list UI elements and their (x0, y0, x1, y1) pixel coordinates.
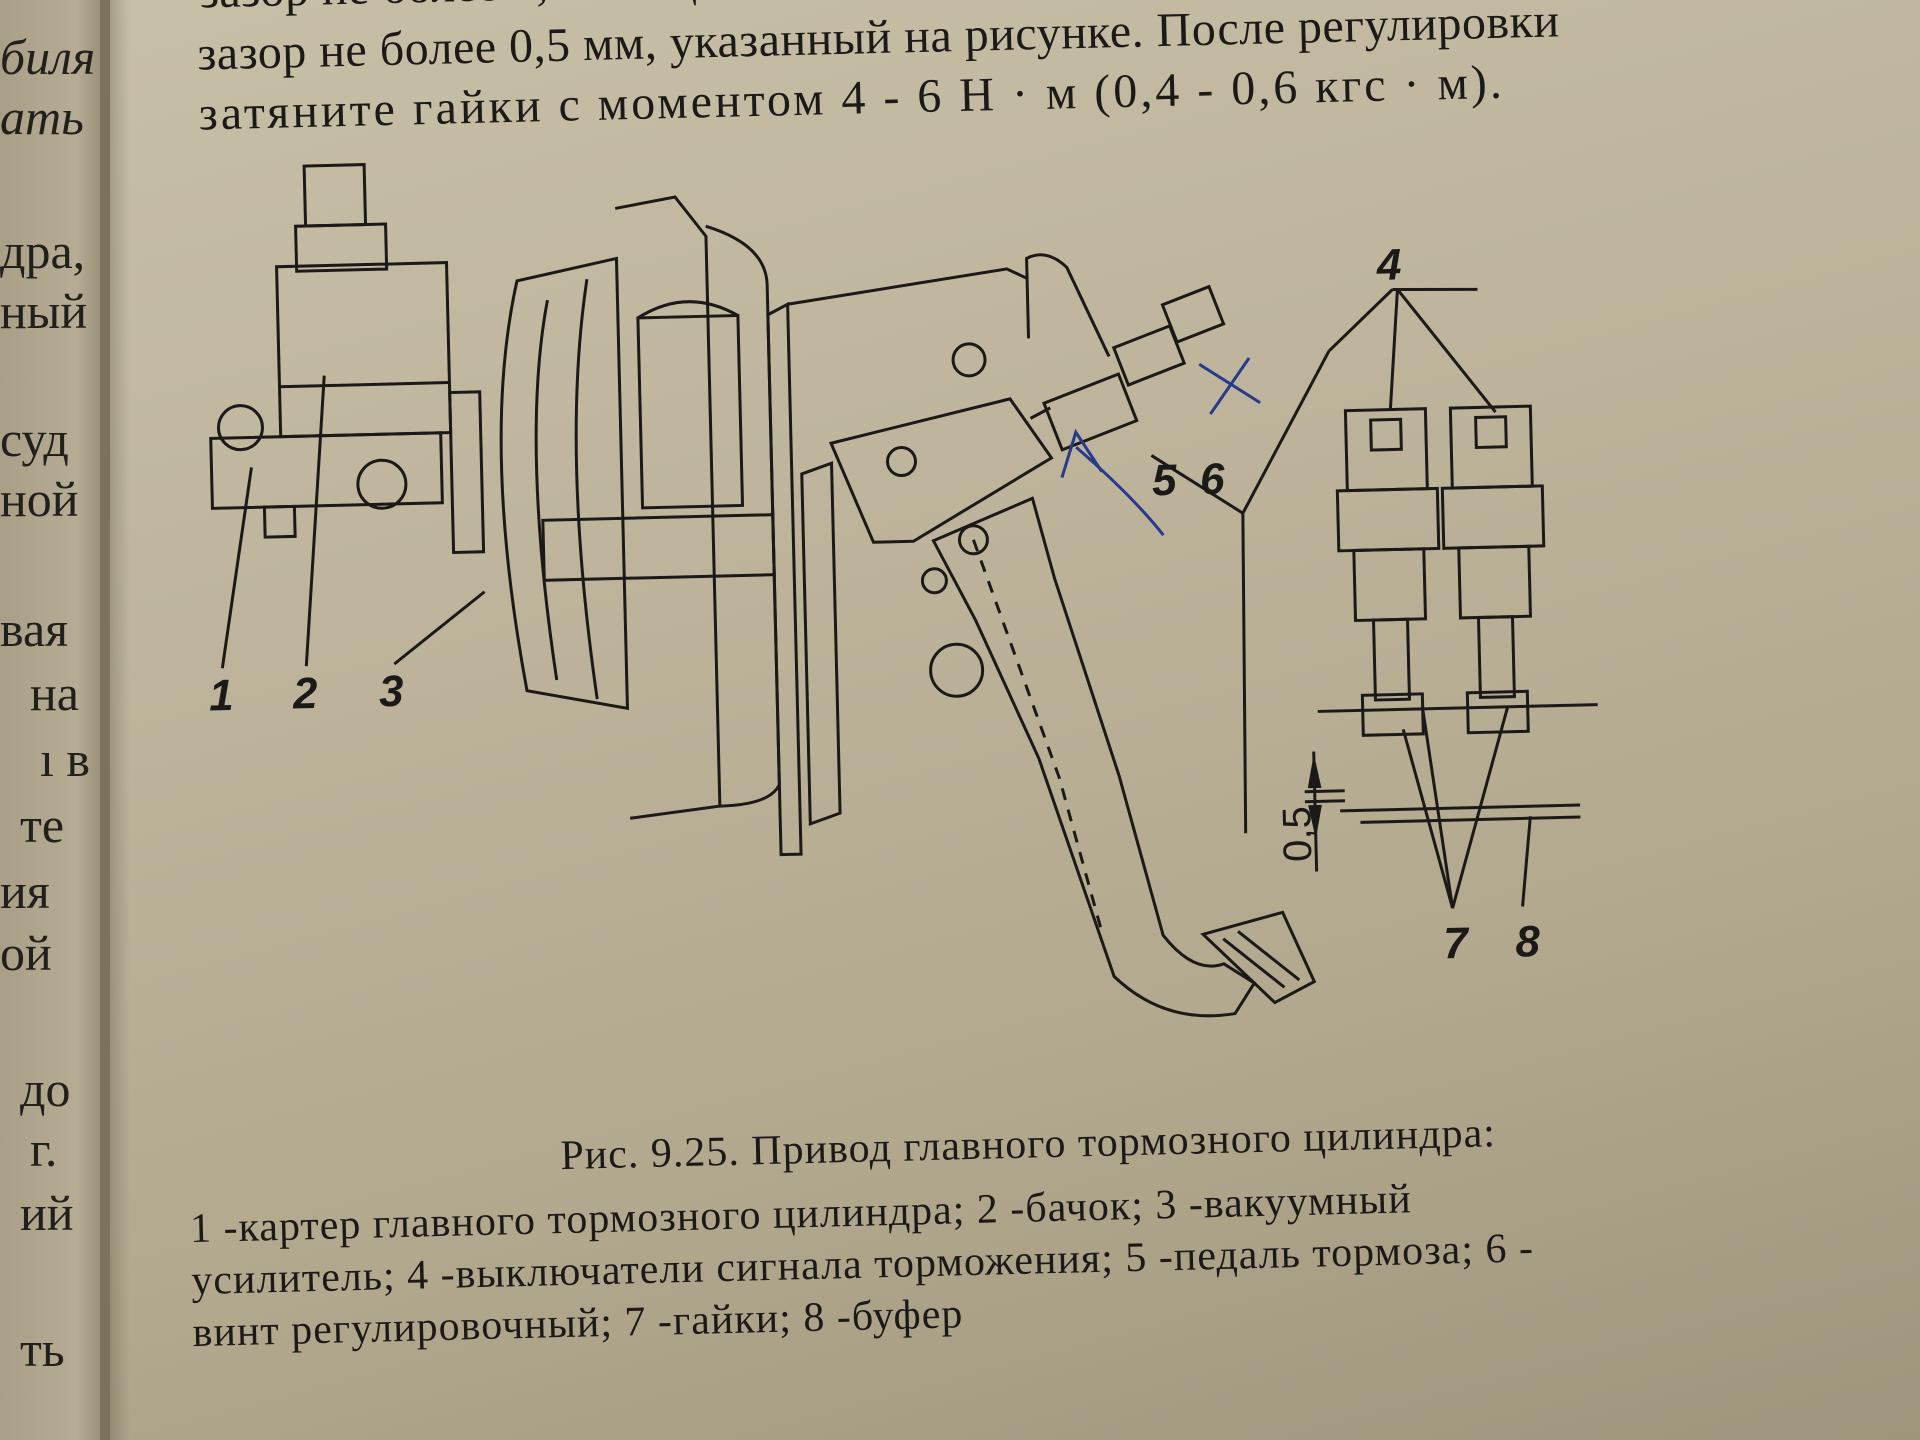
margin-fragment: суд (0, 411, 69, 467)
callout-label: 5 (1151, 456, 1177, 506)
brake-drive-figure: 1 2 3 4 5 6 7 8 0,5 (208, 163, 1598, 1018)
margin-fragment: ия (0, 863, 50, 919)
callout-label: 1 (208, 671, 234, 721)
pedal-bracket (766, 253, 1111, 857)
margin-fragment: ный (0, 283, 88, 339)
dimension-label: 0,5 (1275, 806, 1320, 863)
callout-label: 8 (1515, 917, 1541, 967)
pen-annotation (1060, 357, 1261, 537)
leader-lines (220, 287, 1478, 834)
margin-fragment: до (20, 1061, 71, 1117)
callout-label: 3 (378, 667, 404, 717)
reservoir (275, 163, 453, 439)
adjusting-screw (1029, 284, 1226, 452)
margin-fragment: ой (0, 925, 52, 981)
margin-fragment: на (30, 665, 79, 721)
margin-fragment: г. (30, 1121, 58, 1177)
margin-fragment: вая (0, 601, 69, 657)
margin-fragment: ной (0, 471, 79, 527)
callout-label: 2 (291, 669, 318, 719)
gap-dimension (1304, 751, 1345, 872)
callout-label: 6 (1199, 455, 1225, 505)
brake-pedal (929, 496, 1317, 1018)
callout-label: 4 (1375, 240, 1402, 290)
vacuum-booster (448, 195, 781, 820)
book-gutter (100, 0, 130, 1440)
main-page: зазор не более 0,5 мм щита 7, обеспечива… (140, 0, 1920, 1440)
callout-label: 7 (1443, 919, 1471, 969)
margin-fragment: ть (20, 1321, 65, 1377)
margin-fragment: ать (0, 89, 84, 145)
margin-fragment: ий (20, 1185, 74, 1241)
brake-light-switches (1317, 288, 1598, 909)
margin-fragment: те (20, 797, 65, 853)
margin-fragment: ı в (40, 731, 90, 787)
margin-fragment: дра, (0, 223, 86, 279)
left-page: биля ать дра, ный суд ной вая на ı в те … (0, 0, 110, 1440)
margin-fragment: биля (0, 29, 96, 85)
